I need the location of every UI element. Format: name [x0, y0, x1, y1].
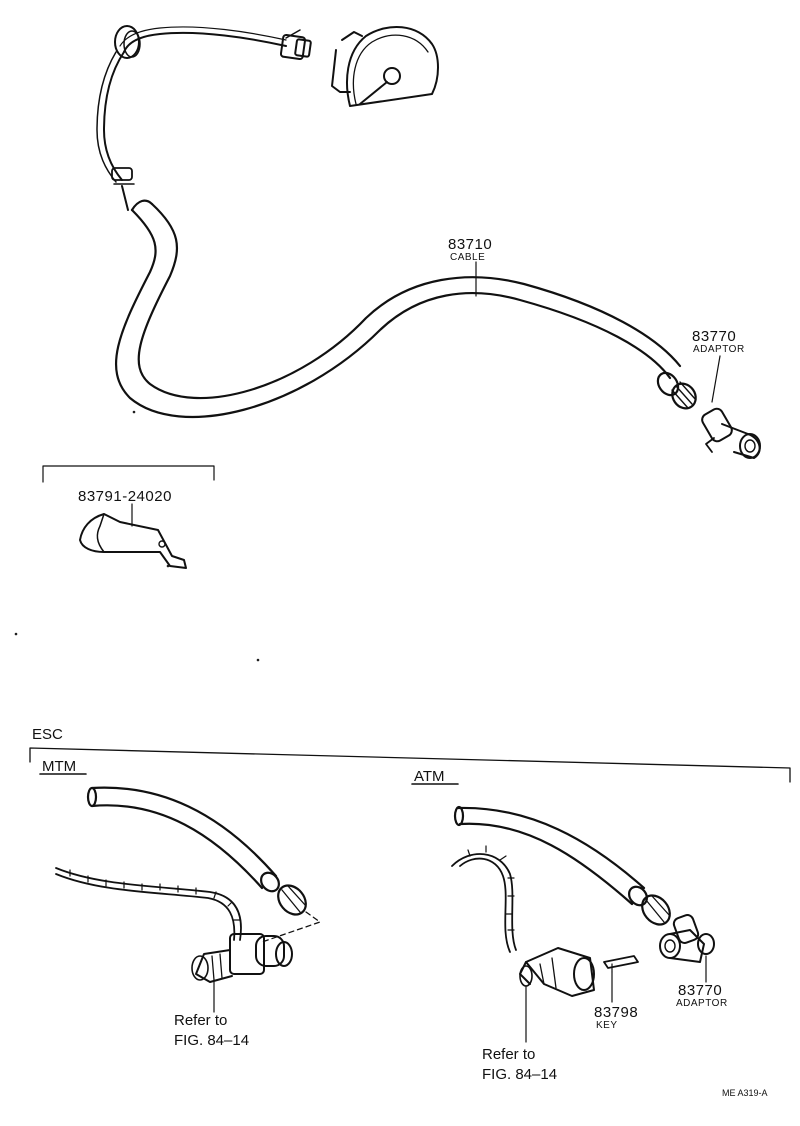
adaptor-atm-part-number: 83770	[678, 982, 723, 999]
mtm-cable	[86, 786, 307, 916]
mtm-refer-line2: FIG. 84–14	[174, 1032, 250, 1049]
mtm-label: MTM	[42, 758, 77, 775]
cable-part-number: 83710	[448, 236, 493, 253]
adaptor-atm-part-name: ADAPTOR	[676, 998, 728, 1009]
inner-cable-upper	[96, 25, 287, 211]
atm-refer-line2: FIG. 84–14	[482, 1066, 558, 1083]
atm-cable	[453, 805, 671, 926]
leader-83770-top	[711, 355, 721, 403]
atm-label: ATM	[414, 768, 445, 785]
mtm-refer-line1: Refer to	[174, 1012, 228, 1029]
key-part-name: KEY	[596, 1020, 618, 1031]
key-83798	[603, 955, 639, 973]
esc-bracket-line	[29, 747, 791, 783]
bracket-group-line	[42, 465, 215, 483]
mtm-harness	[55, 867, 242, 941]
figure-code: ME A319-A	[722, 1088, 768, 1098]
adaptor-top-part-number: 83770	[692, 328, 737, 345]
bracket-part-number: 83791-24020	[78, 488, 172, 505]
atm-speed-sensor	[519, 947, 595, 997]
speedometer-gauge	[331, 25, 439, 107]
adaptor-top-part-name: ADAPTOR	[693, 344, 745, 355]
cable-part-name: CABLE	[450, 252, 486, 263]
adaptor-83770-atm	[659, 914, 715, 963]
atm-harness	[451, 845, 517, 953]
meter-connector	[279, 29, 312, 61]
cable-83710	[115, 199, 697, 418]
mtm-dashed-link	[261, 911, 321, 943]
adaptor-83770-top	[701, 407, 761, 459]
esc-section-title: ESC	[32, 726, 63, 743]
key-part-number: 83798	[594, 1004, 639, 1021]
scan-specks	[14, 410, 260, 662]
mtm-speed-sensor	[191, 933, 293, 983]
bracket-83791	[79, 513, 187, 569]
atm-refer-line1: Refer to	[482, 1046, 536, 1063]
